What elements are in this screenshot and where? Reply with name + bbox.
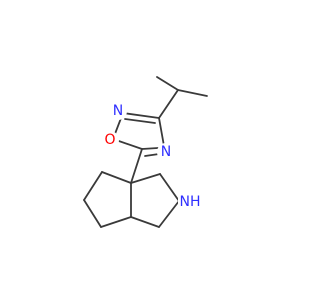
isopropyl-to-oxadiazole-bond	[158, 89, 179, 119]
oxadiazole-c3-n2-double	[124, 118, 156, 124]
pyrrolidine-bond-2	[159, 173, 180, 202]
oxadiazole-c3-n2-single	[122, 112, 160, 119]
pyrrolidine-bond-1	[130, 173, 161, 184]
atom-mask-o	[101, 131, 119, 149]
atom-n-upper: N	[113, 103, 123, 119]
structure-canvas: N O N NH	[83, 76, 208, 228]
atom-mask-nh	[178, 190, 202, 212]
pyrrolidine-bond-3	[158, 200, 180, 228]
cyclopentane-bond-1	[101, 171, 132, 184]
oxadiazole-c3-n4-bond	[158, 117, 165, 147]
molecule-diagram: N O N NH	[83, 76, 208, 228]
oxadiazole-to-bicycle-bond	[130, 148, 143, 184]
atom-nh: NH	[180, 194, 201, 210]
oxadiazole-c5-n4-double-outer	[141, 147, 159, 150]
cyclopentane-bond-3	[83, 199, 102, 228]
isopropyl-bond-right	[177, 89, 208, 97]
atom-o: O	[104, 132, 115, 148]
atom-mask-n-lower	[157, 143, 175, 161]
cyclopentane-bond-4	[100, 216, 132, 228]
oxadiazole-c5-n4-double-inner	[144, 153, 160, 157]
atom-labels: N O N NH	[101, 102, 202, 212]
atom-n-lower: N	[161, 144, 171, 160]
atom-mask-n-upper	[109, 102, 127, 120]
isopropyl-bond-left	[156, 76, 179, 91]
pyrrolidine-bond-4	[130, 216, 160, 228]
cyclopentane-bond-2	[83, 171, 103, 201]
